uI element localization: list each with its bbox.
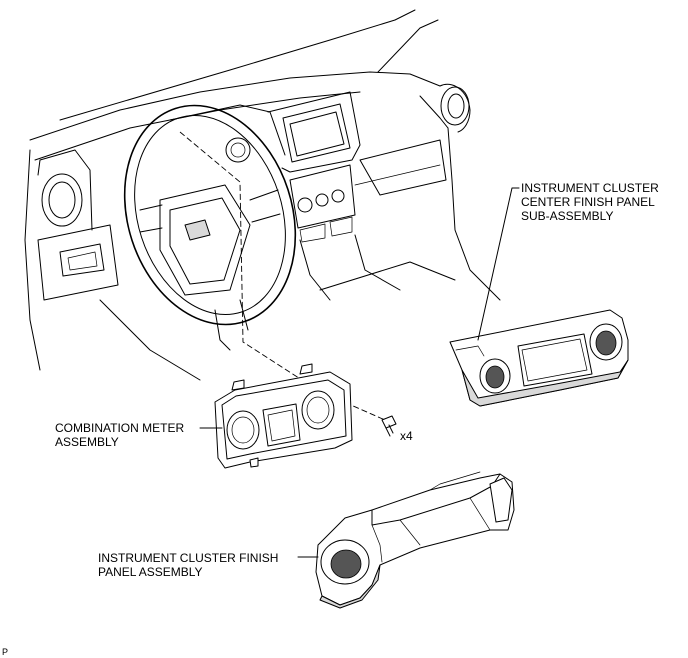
screw-quantity-label: x4 <box>400 429 413 443</box>
finish-panel-label-line-1: INSTRUMENT CLUSTER FINISH <box>98 551 278 565</box>
center-panel-label-line-1: INSTRUMENT CLUSTER <box>521 181 659 195</box>
dashboard-illustration <box>24 9 501 381</box>
meter-label-line-1: COMBINATION METER <box>55 421 184 435</box>
meter-label-line-2: ASSEMBLY <box>55 435 119 449</box>
center-panel-label: INSTRUMENT CLUSTER CENTER FINISH PANEL S… <box>521 181 659 223</box>
finish-panel-label-line-2: PANEL ASSEMBLY <box>98 565 203 579</box>
finish-panel-label: INSTRUMENT CLUSTER FINISH PANEL ASSEMBLY <box>98 551 278 579</box>
finish-panel-part <box>315 471 515 609</box>
screw-icon <box>381 415 397 437</box>
label-leader-lines <box>199 187 520 558</box>
center-finish-panel-part <box>449 309 629 407</box>
combination-meter-part <box>214 363 353 469</box>
meter-label: COMBINATION METER ASSEMBLY <box>55 421 184 449</box>
corner-code: P <box>2 647 8 657</box>
center-panel-label-line-2: CENTER FINISH PANEL <box>521 195 655 209</box>
center-panel-label-line-3: SUB-ASSEMBLY <box>521 209 613 223</box>
